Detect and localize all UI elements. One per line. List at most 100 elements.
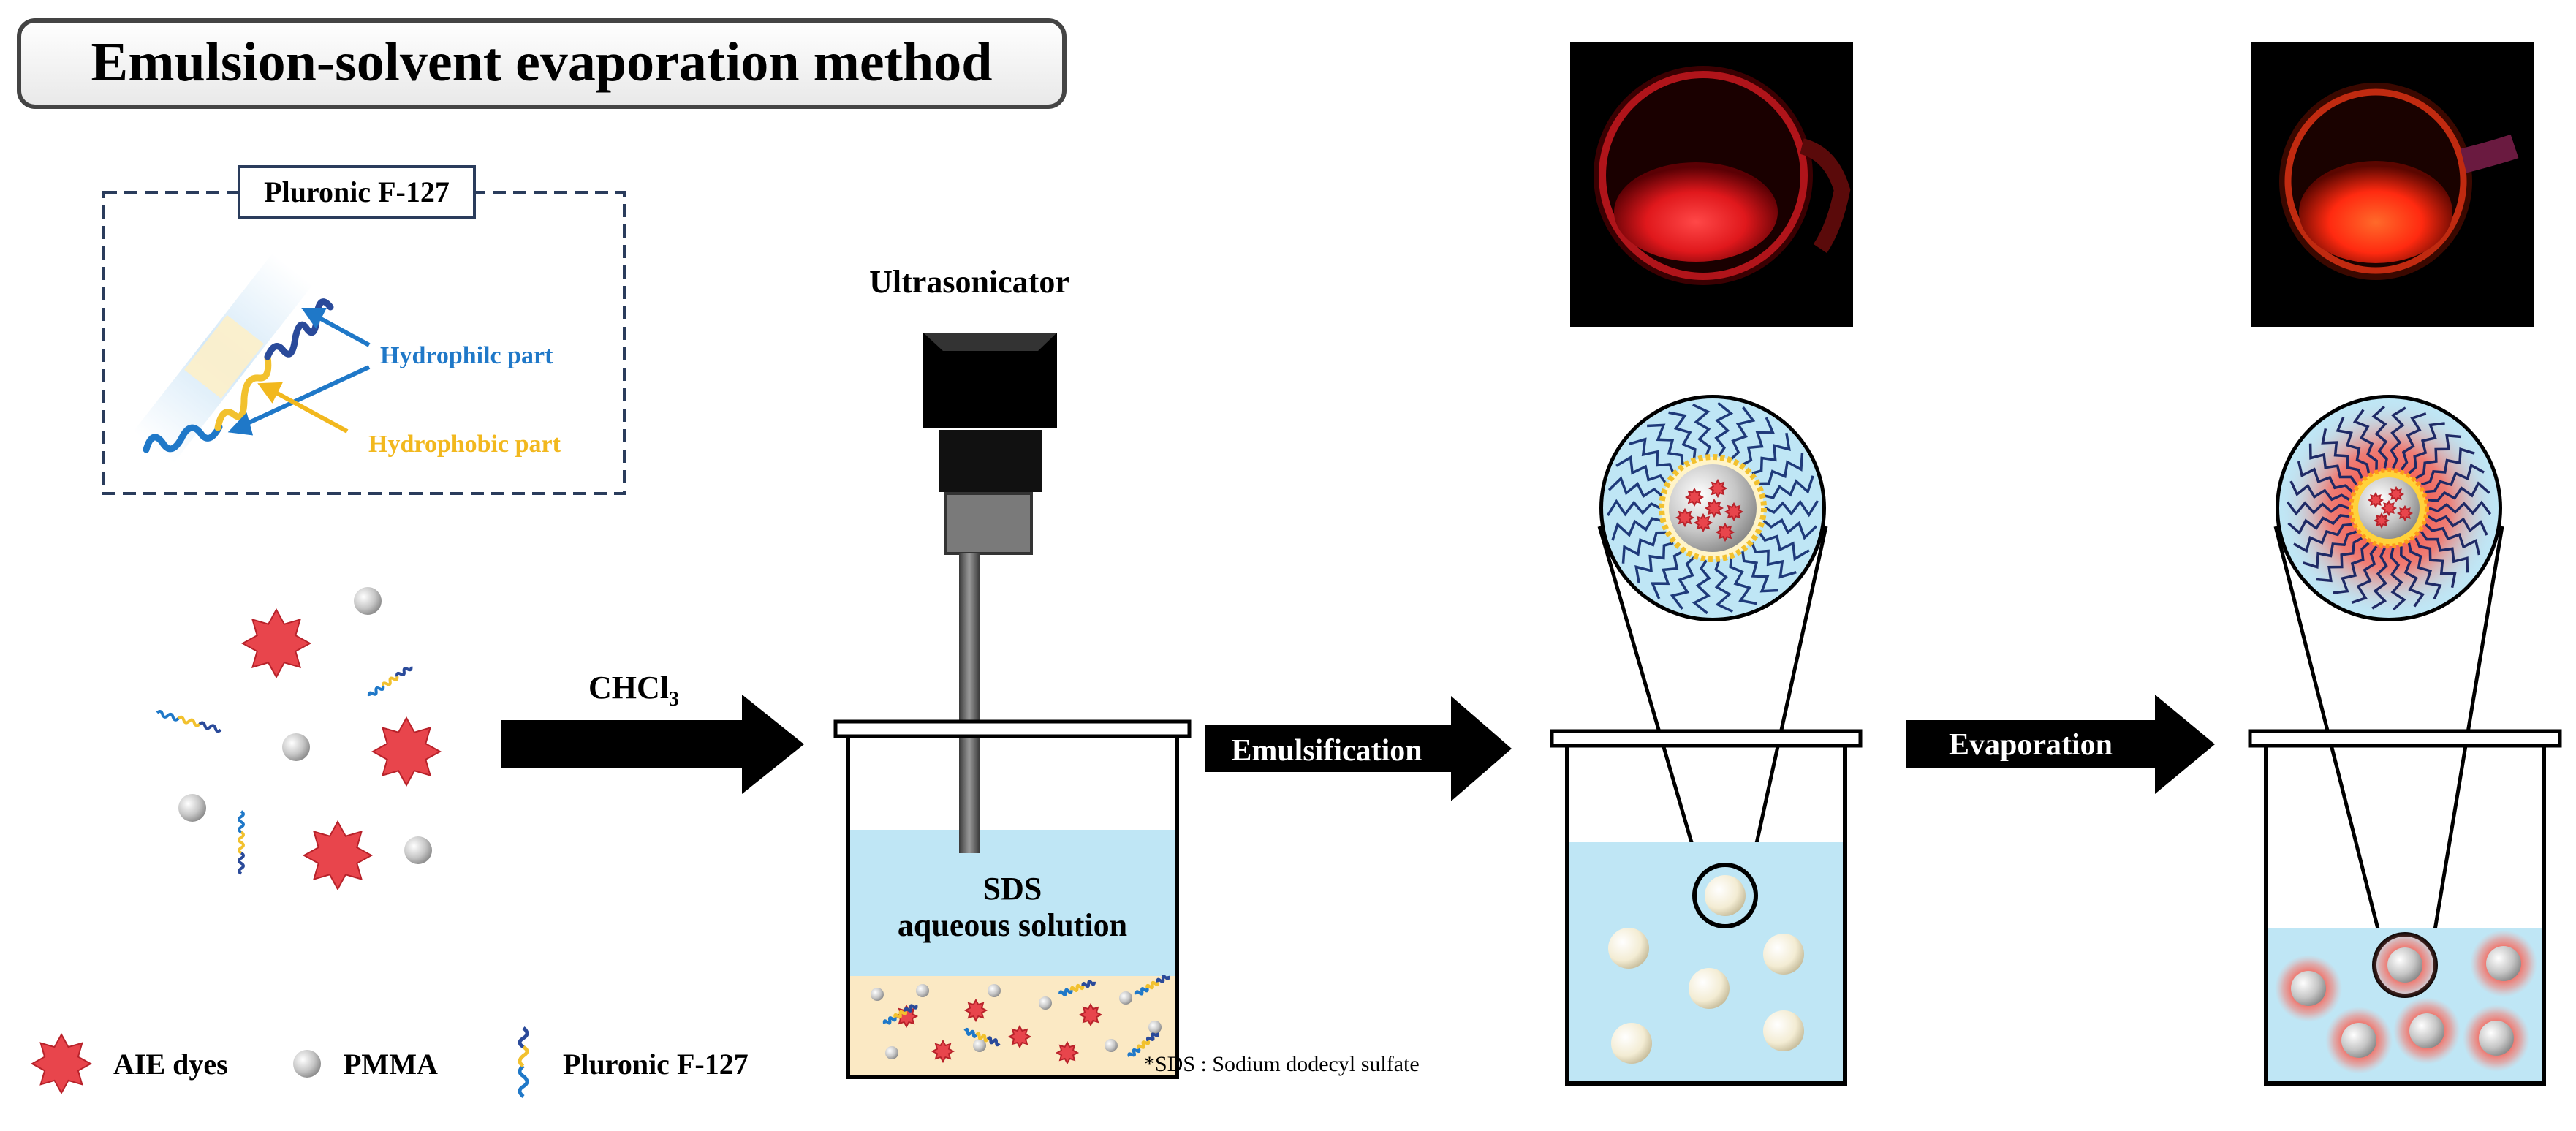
pluronic-corona-chain [1611,517,1662,541]
pmma-sphere [282,733,310,761]
ultrasonicator: Ultrasonicator [869,264,1069,853]
emulsion-droplet [1608,928,1649,969]
pmma-sphere [1105,1039,1118,1052]
legend-pluronic-label: Pluronic F-127 [563,1048,749,1081]
pmma-sphere [354,587,382,615]
pluronic-corona-chain [1730,406,1756,460]
pluronic-corona-chain [2316,537,2363,583]
aie-dye [1007,1024,1032,1049]
pluronic-corona-chain [1714,559,1734,613]
sds-footnote: *SDS : Sodium dodecyl sulfate [1144,1052,1420,1076]
emulsion-droplets [1608,875,1804,1064]
aie-dye [1715,522,1735,542]
legend-pmma-icon [293,1050,321,1078]
aie-dye [2396,504,2414,522]
pluronic-corona-chain [1751,432,1791,474]
pluronic-chain [156,710,222,733]
aie-dye [1708,478,1728,499]
pluronic-corona-chain [2352,409,2378,470]
hydrophobic-label: Hydrophobic part [368,431,561,458]
aie-dye [1724,502,1744,522]
pmma-sphere [988,984,1001,997]
pluronic-chain [367,666,413,697]
pluronic-corona-chain [2308,443,2357,485]
pluronic-corona-chain [2390,548,2406,611]
pluronic-corona-chain [2287,514,2350,535]
pluronic-corona-chain [2297,461,2353,493]
pluronic-corona-chain [1668,411,1697,459]
pmma-sphere [973,1039,986,1052]
polymer-nanoparticles [2275,930,2537,1074]
polymer-nanoparticle [2291,971,2326,1006]
pluronic-corona-chain [2427,515,2488,536]
pluronic-chain [882,1004,918,1025]
pmma-sphere [1119,991,1132,1005]
aie-dye [2387,485,2405,503]
emulsion-droplet [1763,934,1804,975]
pluronic-box-title: Pluronic F-127 [264,175,450,208]
pluronic-corona-chain [1692,559,1711,615]
pluronic-corona-chain [2408,422,2445,474]
pluronic-corona-chain [1607,476,1663,499]
pluronic-corona-chain [2351,545,2378,605]
pluronic-corona-chain [1621,531,1667,564]
aie-dye [2373,512,2390,529]
polymer-nanoparticle [2387,947,2422,983]
aie-dye [1693,512,1713,533]
evaporation-label: Evaporation [1949,728,2113,762]
pmma-sphere [916,984,929,997]
legend: AIE dyes PMMA Pluronic F-127 [30,1026,749,1098]
ultrasonicator-label: Ultrasonicator [869,264,1069,300]
title-box: Emulsion-solvent evaporation method [17,18,1067,109]
pluronic-corona-chain [1629,437,1675,474]
pluronic-corona-chain [2336,417,2371,474]
aie-dye [931,1039,955,1064]
pluronic-corona-chain [1650,550,1683,599]
pluronic-corona-chain [2420,531,2469,573]
pluronic-corona-chain [2293,523,2352,553]
pluronic-corona-chain [1758,532,1810,561]
polymer-nanoparticle [2479,1021,2514,1056]
aie-dye [302,820,374,891]
legend-pmma-label: PMMA [344,1048,438,1081]
emulsion-droplet [1763,1010,1804,1051]
aie-dye [963,998,988,1023]
pluronic-corona-chain [1742,417,1776,466]
pmma-sphere [871,988,884,1001]
beaker-label-line2: aqueous solution [898,907,1127,943]
polymer-nanoparticle [2409,1013,2444,1048]
aie-dye [1704,498,1724,518]
pluronic-corona-chain [2286,501,2349,516]
pmma-sphere [404,836,432,864]
emulsion-droplet [1611,1023,1652,1064]
emulsion-droplet [1705,875,1746,916]
step-arrow-evaporation: Evaporation [1906,695,2215,794]
pluronic-corona-chain [1762,518,1818,540]
pluronic-chain-blue-lower [143,423,223,453]
pluronic-corona-chain [2414,537,2457,589]
hydrophilic-arrows [227,308,371,436]
pluronic-corona-chain [1606,499,1661,517]
emulsification-label: Emulsification [1231,734,1422,768]
legend-aie-label: AIE dyes [113,1048,228,1081]
legend-pluronic-icon [518,1026,529,1098]
aie-dye [1078,1002,1103,1027]
pluronic-chain [963,1027,1001,1047]
pluronic-chain-yellow [214,354,272,431]
pluronic-corona-chain [1729,557,1757,605]
pluronic-corona-chain [2428,500,2492,515]
pluronic-corona-chain [2289,480,2351,502]
nanoparticle-magnifier [2273,395,2504,944]
pluronic-corona-chain [1765,499,1819,518]
pluronic-chain [1134,975,1170,996]
pluronic-corona-chain [1692,404,1711,457]
step-arrow-emulsification: Emulsification [1205,696,1512,801]
pmma-sphere [178,794,206,822]
pluronic-corona-chain [2425,523,2481,556]
polymer-nanoparticle [2341,1023,2376,1058]
pluronic-chain [1058,980,1096,996]
legend-aie-icon [30,1032,93,1095]
pluronic-corona-chain [1751,542,1797,579]
pluronic-corona-chain [2420,447,2475,486]
legend-aie-star [30,1032,93,1095]
